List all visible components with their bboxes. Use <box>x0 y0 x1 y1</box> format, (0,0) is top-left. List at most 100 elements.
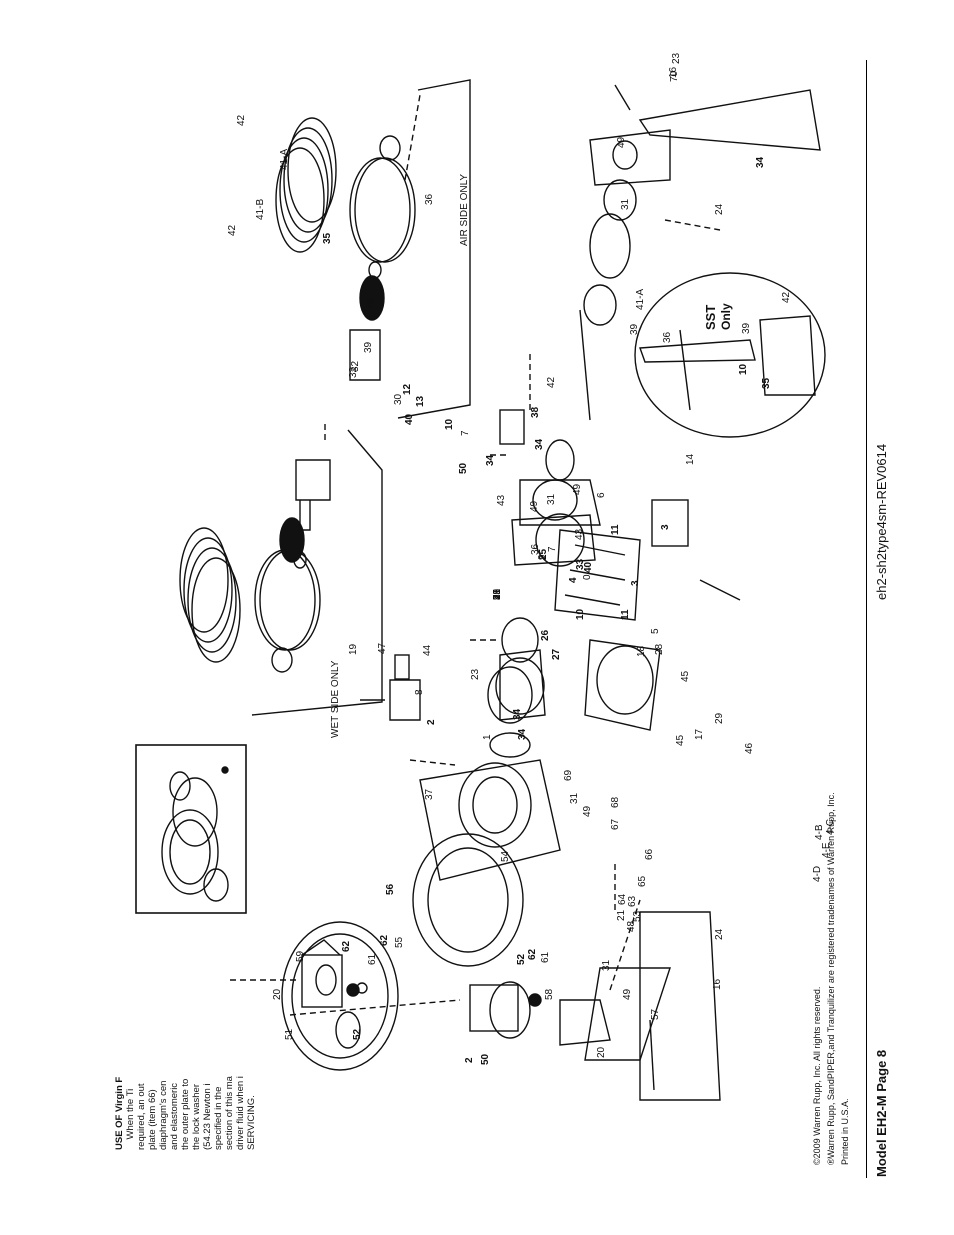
part-callout: 66 <box>644 848 655 860</box>
note-line: plate (item 66) <box>147 1089 158 1150</box>
part-callout: 63 <box>627 895 638 907</box>
part-callout: 52 <box>352 1028 363 1040</box>
section-label-air-side: AIR SIDE ONLY <box>459 174 470 246</box>
part-callout: 35 <box>322 232 333 244</box>
part-callout: 39 <box>629 323 640 335</box>
part-callout: 56 <box>385 883 396 895</box>
part-callout: 49 <box>572 483 583 495</box>
note-heading: USE OF Virgin F <box>114 1076 125 1150</box>
part-callout: 10 <box>738 363 749 375</box>
part-callout: 24 <box>714 203 725 215</box>
part-callout: 37 <box>424 788 435 800</box>
note-line: diaphragm's cen <box>158 1080 169 1150</box>
part-callout: 45 <box>680 670 691 682</box>
part-callout: 49 <box>622 988 633 1000</box>
part-callout: 51 <box>284 1028 295 1040</box>
part-callout: 32 <box>350 360 361 372</box>
part-callout: 7 <box>547 546 558 552</box>
part-callout: 54 <box>500 850 511 862</box>
part-callout: 23 <box>470 668 481 680</box>
part-callout: 50 <box>458 462 469 474</box>
part-callout: 8 <box>414 689 425 695</box>
section-label-sst-only: Only <box>719 303 733 330</box>
part-callout: 26 <box>540 629 551 641</box>
part-callout: 65 <box>637 875 648 887</box>
part-callout: 2 <box>426 719 437 725</box>
part-callout: 19 <box>348 643 359 655</box>
part-callout: 6 <box>596 492 607 498</box>
part-callout: 40 <box>404 413 415 425</box>
part-callout: 21 <box>616 909 627 921</box>
part-callout: 44 <box>422 644 433 656</box>
part-callout: 14 <box>685 453 696 465</box>
part-callout: 41-B <box>255 199 266 220</box>
part-callout: 47 <box>377 642 388 654</box>
part-callout: 5 <box>650 628 661 634</box>
part-callout: 34 <box>534 438 545 450</box>
part-callout: 35 <box>761 377 772 389</box>
part-callout: 45 <box>675 734 686 746</box>
part-callout: 29 <box>492 588 503 600</box>
sst-inset <box>634 272 826 438</box>
part-callout: 4-E <box>821 842 832 858</box>
part-callout: 62 <box>341 940 352 952</box>
part-callout: 21 <box>492 588 503 600</box>
part-callout: 31 <box>569 792 580 804</box>
printed-line: Printed in U.S.A. <box>840 1098 850 1165</box>
part-callout: 52 <box>516 953 527 965</box>
part-callout: 62 <box>527 948 538 960</box>
part-callout: 49 <box>582 805 593 817</box>
section-label-wet-side: WET SIDE ONLY <box>330 660 341 738</box>
part-callout: 55 <box>394 936 405 948</box>
part-callout: 15 <box>492 588 503 600</box>
part-callout: 11 <box>610 524 621 535</box>
part-callout: 4-D <box>812 866 823 882</box>
part-callout: 43 <box>574 528 585 540</box>
part-callout: 64 <box>617 893 628 905</box>
part-callout: 17 <box>694 728 705 740</box>
part-callout: 61 <box>540 951 551 963</box>
part-callout: 50 <box>480 1053 491 1065</box>
part-callout: 69 <box>563 769 574 781</box>
part-callout: 0 <box>582 574 593 580</box>
part-callout: 10 <box>366 297 377 309</box>
part-callout: 13 <box>415 395 426 407</box>
part-callout: 36 <box>662 331 673 343</box>
part-callout: 62 <box>379 934 390 946</box>
part-callout: 11 <box>620 609 631 620</box>
part-callout: 12 <box>402 383 413 395</box>
part-callout: 38 <box>530 406 541 418</box>
part-callout: 20 <box>596 1046 607 1058</box>
part-callout: 10 <box>444 418 455 430</box>
part-callout: 28 <box>654 643 665 655</box>
part-callout: 42 <box>781 291 792 303</box>
part-callout: 34 <box>517 728 528 740</box>
part-callout: 42 <box>236 114 247 126</box>
part-callout: 53 <box>632 910 643 922</box>
part-callout: 49 <box>616 136 627 148</box>
part-callout: 9 <box>492 594 503 600</box>
part-callout: 33 <box>575 558 586 570</box>
note-line: the lock washer <box>191 1083 202 1150</box>
part-callout: 49 <box>529 500 540 512</box>
part-callout: 10 <box>575 608 586 620</box>
part-callout: 41-A <box>635 289 646 310</box>
part-callout: 34 <box>485 454 496 466</box>
part-callout: 43 <box>496 494 507 506</box>
part-callout: 58 <box>544 988 555 1000</box>
part-callout: 57 <box>650 1008 661 1020</box>
part-callout: 27 <box>551 648 562 660</box>
part-callout: 24 <box>714 928 725 940</box>
part-callout: 39 <box>741 322 752 334</box>
footer-document-code: eh2-sh2type4sm-REV0614 <box>874 443 889 600</box>
footer-rule <box>866 60 867 1178</box>
part-callout: 67 <box>610 818 621 830</box>
part-callout: 42 <box>546 376 557 388</box>
part-callout: 48 <box>626 920 637 932</box>
part-callout: 16 <box>668 66 679 78</box>
part-callout: 1 <box>482 734 493 740</box>
part-callout: 20 <box>272 988 283 1000</box>
part-callout: 41-A <box>279 149 290 170</box>
part-callout: 34 <box>755 156 766 168</box>
